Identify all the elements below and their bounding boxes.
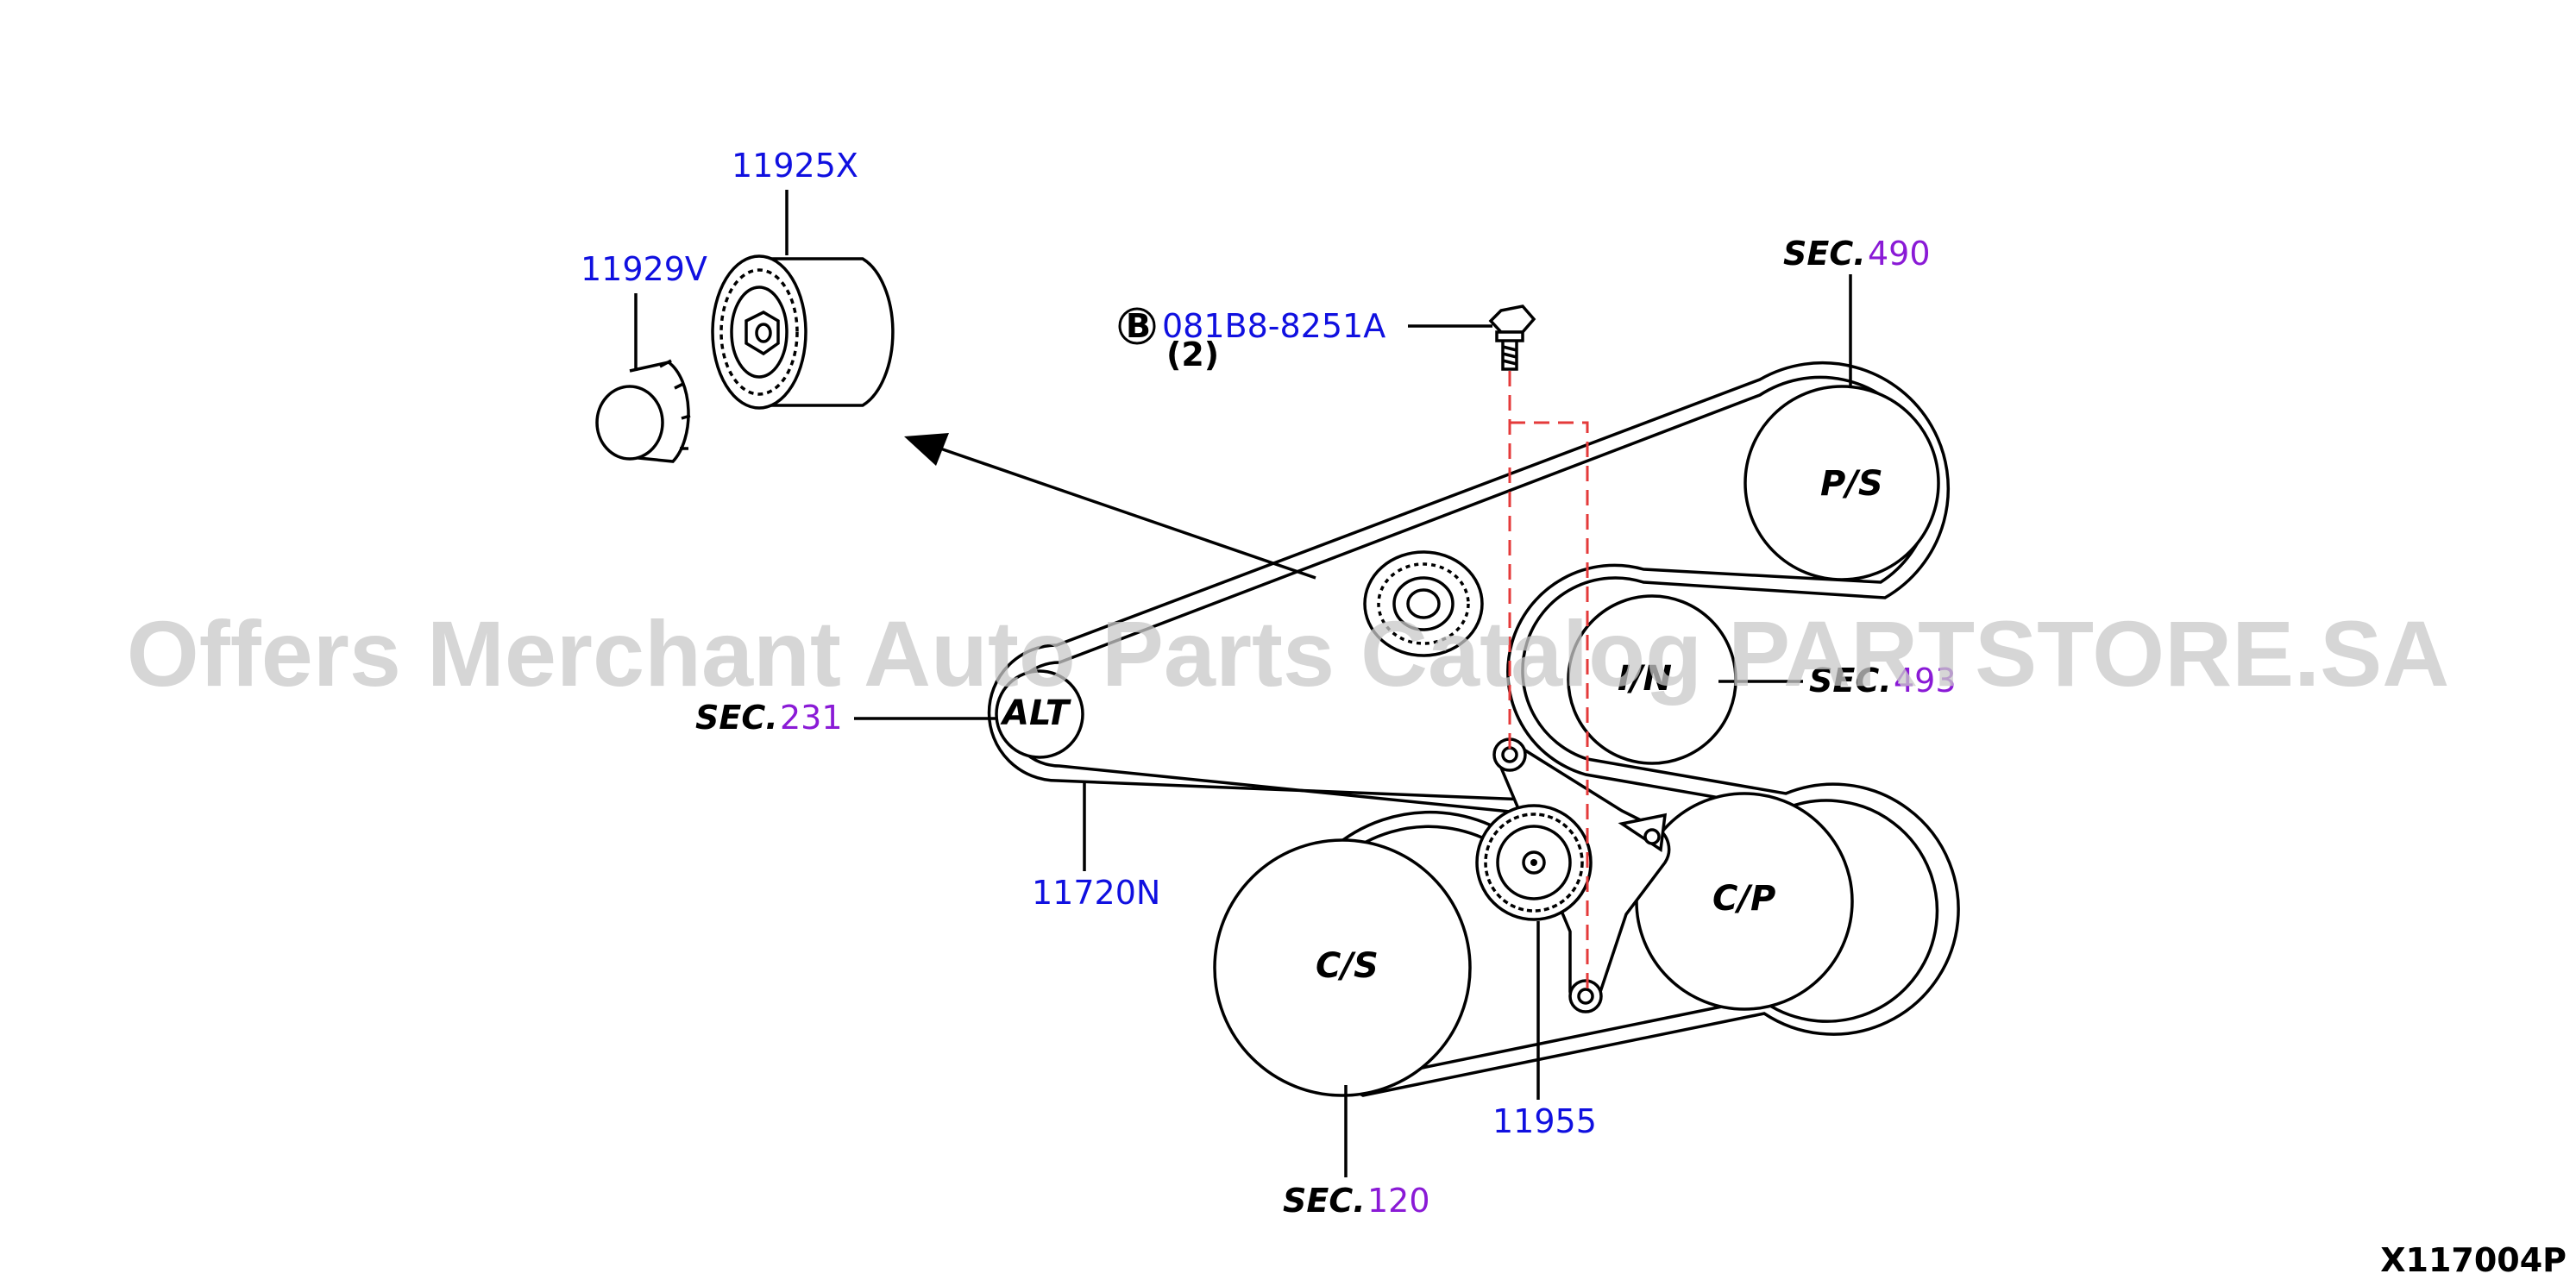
bolt[interactable]	[1488, 304, 1536, 371]
exploded-cap[interactable]	[595, 359, 691, 463]
cs-pulley[interactable]	[1213, 838, 1472, 1097]
sec-ref-231[interactable]: SEC. 231	[695, 699, 843, 737]
alt-label: ALT	[1000, 693, 1071, 733]
cp-label: C/P	[1712, 879, 1775, 919]
sec-prefix: SEC.	[1283, 1182, 1366, 1220]
sec-prefix: SEC.	[1809, 662, 1892, 700]
sec-number[interactable]: 493	[1894, 662, 1957, 700]
exploded-pulley[interactable]	[711, 254, 895, 410]
belt-tensioner[interactable]	[1475, 737, 1671, 1013]
part-number-11929v[interactable]: 11929V	[581, 250, 707, 288]
sec-prefix: SEC.	[695, 699, 778, 737]
bolt-marker-b: B	[1118, 307, 1156, 345]
figure-code: X117004P	[2380, 1241, 2567, 1279]
ps-pulley[interactable]	[1744, 385, 1940, 581]
leader-lines	[634, 190, 1852, 1177]
part-number-081b8-8251a[interactable]: 081B8-8251A	[1162, 307, 1385, 345]
hidden-lines	[1508, 371, 1589, 992]
sec-ref-490[interactable]: SEC. 490	[1783, 235, 1931, 273]
alternator-pulley[interactable]	[995, 669, 1084, 759]
part-number-11925x[interactable]: 11925X	[732, 147, 858, 185]
part-number-11955[interactable]: 11955	[1492, 1102, 1597, 1140]
sec-number[interactable]: 490	[1868, 235, 1931, 273]
sec-prefix: SEC.	[1783, 235, 1866, 273]
explode-arrow	[904, 433, 1316, 580]
cs-label: C/S	[1316, 946, 1379, 986]
part-number-11720n[interactable]: 11720N	[1032, 874, 1160, 912]
sec-ref-493[interactable]: SEC. 493	[1809, 662, 1957, 700]
in-label: I/N	[1618, 659, 1672, 699]
bolt-quantity: (2)	[1166, 336, 1219, 373]
watermark: Offers Merchant Auto Parts Catalog PARTS…	[127, 601, 2449, 706]
sec-ref-120[interactable]: SEC. 120	[1283, 1182, 1430, 1220]
bolt-marker-letter: B	[1126, 307, 1151, 345]
sec-number[interactable]: 231	[780, 699, 843, 737]
sec-number[interactable]: 120	[1367, 1182, 1430, 1220]
idler-bearing[interactable]	[1363, 550, 1484, 657]
ps-label: P/S	[1820, 464, 1883, 504]
idler-pulley-in[interactable]	[1567, 594, 1737, 765]
